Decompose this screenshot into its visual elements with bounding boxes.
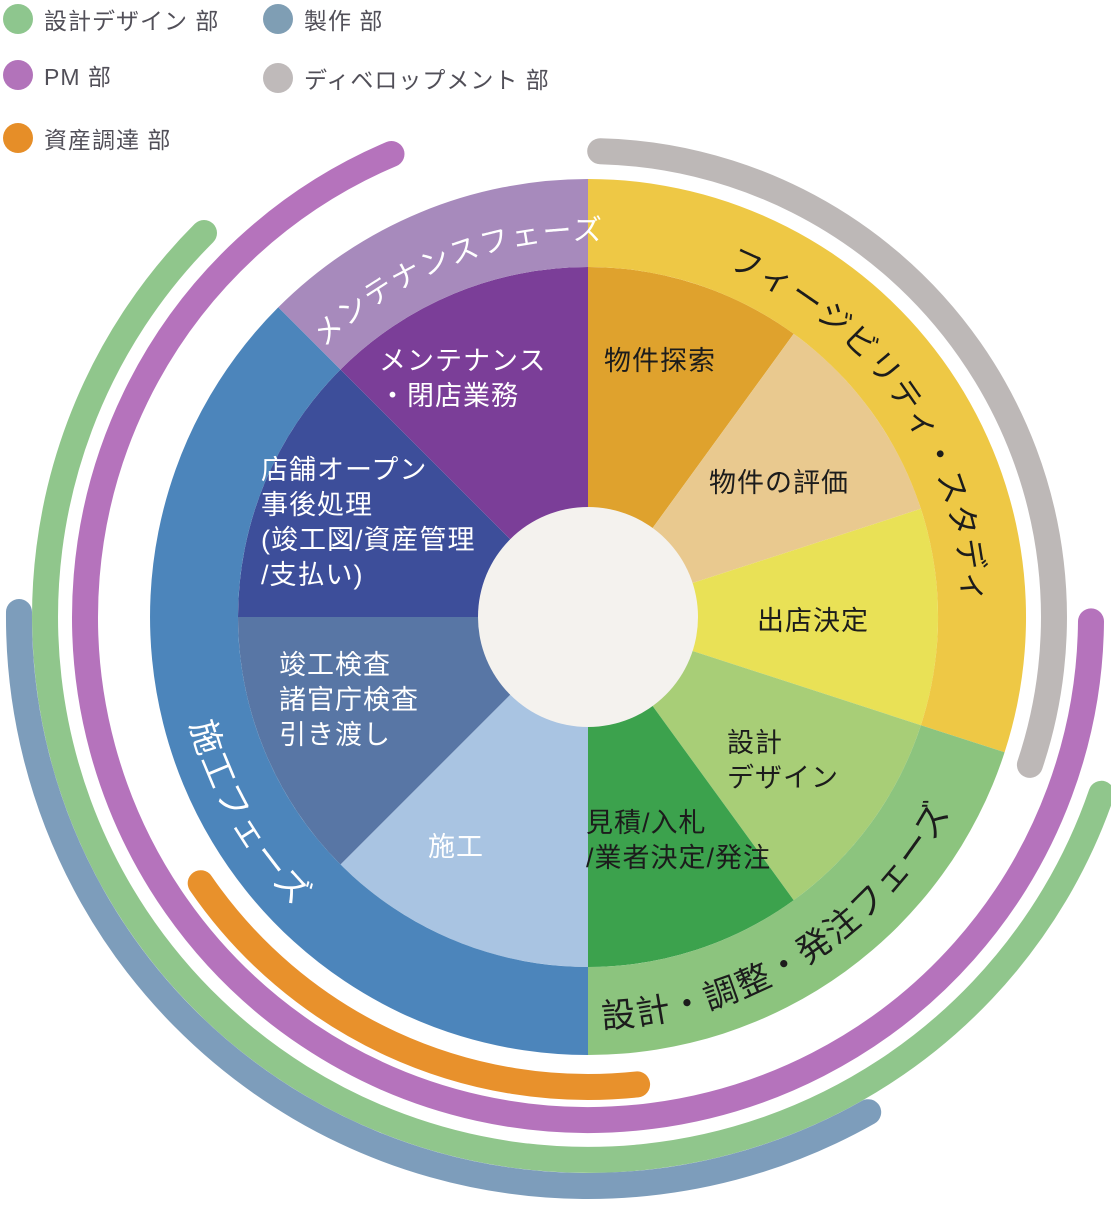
- feasibility-phase-band: [588, 179, 1027, 753]
- development-dept-color-dot: [263, 62, 293, 93]
- segment-label-store-open-post-processing: 店舗オープン 事後処理 (竣工図/資産管理 /支払い): [261, 455, 476, 590]
- legend-label-design-dept: 設計デザイン 部: [44, 7, 220, 34]
- legend-item-pm-dept: PM 部: [3, 59, 112, 90]
- wheel-center: [478, 507, 698, 727]
- production-dept-color-dot: [263, 3, 293, 34]
- segment-label-property-search: 物件探索: [604, 346, 716, 376]
- legend-label-development-dept: ディベロップメント 部: [304, 66, 550, 93]
- segment-label-estimate-bid-order: 見積/入札 /業者決定/発注: [586, 808, 772, 873]
- production-dept-arc: [5, 599, 882, 1199]
- segment-label-design: 設計 デザイン: [727, 728, 839, 793]
- design-dept-color-dot: [3, 3, 33, 34]
- maintenance-phase-band: [278, 179, 588, 370]
- procurement-dept-color-dot: [3, 122, 33, 153]
- segment-label-store-opening-decision: 出店決定: [757, 606, 869, 636]
- pm-dept-arc: [72, 141, 1104, 1134]
- segment-label-construction: 施工: [428, 832, 484, 862]
- store-opening-decision-wedge: [588, 508, 939, 726]
- legend-label-pm-dept: PM 部: [44, 63, 112, 90]
- legend-item-development-dept: ディベロップメント 部: [263, 62, 550, 93]
- design-dept-arc: [32, 220, 1111, 1173]
- segment-label-completion-inspection: 竣工検査 諸官庁検査 引き渡し: [279, 650, 419, 750]
- development-dept-arc: [587, 138, 1067, 778]
- legend-label-production-dept: 製作 部: [304, 7, 384, 34]
- procurement-dept-arc: [187, 870, 651, 1100]
- construction-phase-band: [150, 307, 588, 1055]
- legend-item-production-dept: 製作 部: [263, 3, 383, 34]
- legend-item-design-dept: 設計デザイン 部: [3, 3, 219, 34]
- legend-label-procurement-dept: 資産調達 部: [44, 126, 172, 153]
- segment-label-property-evaluation: 物件の評価: [709, 468, 849, 498]
- legend-item-procurement-dept: 資産調達 部: [3, 122, 171, 153]
- pm-dept-color-dot: [3, 59, 33, 90]
- segment-label-maintenance-closing: メンテナンス ・閉店業務: [379, 346, 547, 411]
- design-coordination-order-phase-band: [588, 725, 1005, 1055]
